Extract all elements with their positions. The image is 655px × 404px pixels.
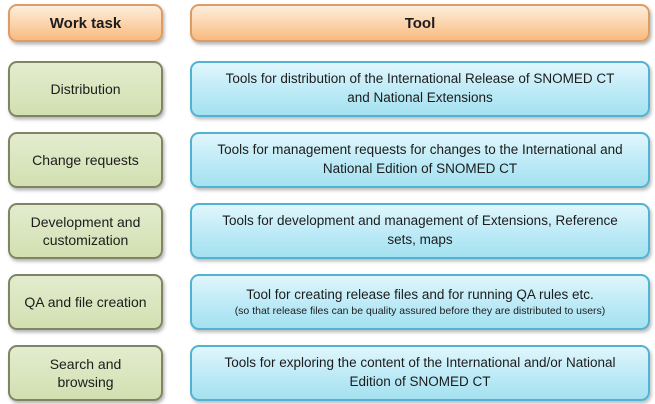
table-row-development-customization: Development and customization Tools for … [8,203,655,259]
tool-box-search-browsing: Tools for exploring the content of the I… [190,345,650,401]
task-box-distribution: Distribution [8,61,163,117]
table-row-change-requests: Change requests Tools for management req… [8,132,655,188]
task-box-search-browsing: Search and browsing [8,345,163,401]
header-work-task: Work task [8,4,163,42]
tool-description-note: (so that release files can be quality as… [234,304,606,317]
tool-box-distribution: Tools for distribution of the Internatio… [190,61,650,117]
task-box-qa-file-creation: QA and file creation [8,274,163,330]
tool-box-qa-file-creation: Tool for creating release files and for … [190,274,650,330]
task-label: Search and browsing [49,355,122,390]
task-label: Development and customization [30,213,141,248]
tool-description: Tools for management requests for change… [217,142,623,176]
header-row: Work task Tool [8,4,655,42]
task-label: Change requests [32,151,139,168]
task-label: QA and file creation [24,293,147,310]
table-row-search-browsing: Search and browsing Tools for exploring … [8,345,655,401]
tool-box-development-customization: Tools for development and management of … [190,203,650,259]
tool-description: Tools for distribution of the Internatio… [225,71,615,105]
tool-description: Tools for exploring the content of the I… [224,355,616,389]
tool-box-change-requests: Tools for management requests for change… [190,132,650,188]
tool-description: Tool for creating release files and for … [246,286,594,302]
tool-description: Tools for development and management of … [222,213,618,247]
header-tool: Tool [190,4,650,42]
header-work-task-label: Work task [49,14,122,32]
table-row-qa-file-creation: QA and file creation Tool for creating r… [8,274,655,330]
task-box-change-requests: Change requests [8,132,163,188]
table-row-distribution: Distribution Tools for distribution of t… [8,61,655,117]
task-label: Distribution [50,80,121,97]
header-tool-label: Tool [404,14,436,32]
task-box-development-customization: Development and customization [8,203,163,259]
